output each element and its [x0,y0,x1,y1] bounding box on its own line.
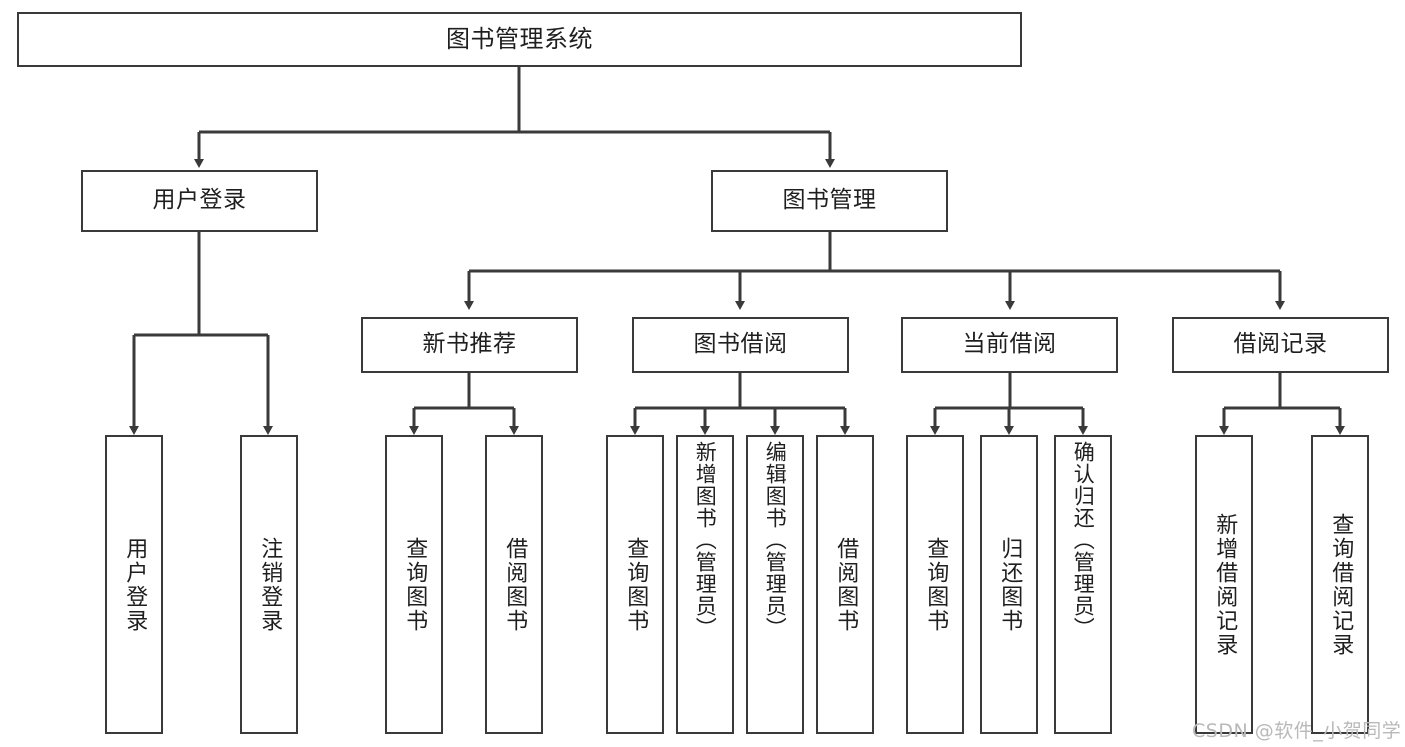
node-label: 借阅图书 [833,536,859,633]
leaf-current-confirm-return-admin[interactable]: 确认归还（管理员） [1054,435,1112,734]
node-label: 查询借阅记录 [1328,512,1354,657]
leaf-user-login-logout[interactable]: 注销登录 [240,435,298,734]
node-label: 用户登录 [152,187,247,214]
node-label: 查询图书 [623,536,649,633]
leaf-borrow-edit-book-admin[interactable]: 编辑图书（管理员） [746,435,804,734]
node-label: 确认归还（管理员） [1071,441,1096,639]
node-label: 注销登录 [257,536,283,633]
node-label: 借阅记录 [1233,331,1328,358]
node-label: 图书管理 [782,187,877,214]
node-label: 归还图书 [997,536,1023,633]
leaf-new-book-query[interactable]: 查询图书 [385,435,443,734]
node-book-borrow[interactable]: 图书借阅 [632,317,849,373]
node-new-book-recommend[interactable]: 新书推荐 [361,317,578,373]
leaf-user-login-login[interactable]: 用户登录 [105,435,163,734]
leaf-borrow-query-book[interactable]: 查询图书 [606,435,664,734]
node-label: 图书管理系统 [446,25,593,54]
node-label: 用户登录 [122,536,148,633]
node-label: 查询图书 [402,536,428,633]
node-label: 当前借阅 [962,331,1057,358]
leaf-records-query-record[interactable]: 查询借阅记录 [1311,435,1369,734]
watermark-text: CSDN @软件_小贺同学 [1192,720,1402,742]
node-current-borrow[interactable]: 当前借阅 [901,317,1118,373]
leaf-current-query-book[interactable]: 查询图书 [906,435,964,734]
leaf-borrow-borrow-book[interactable]: 借阅图书 [816,435,874,734]
node-label: 查询图书 [923,536,949,633]
leaf-records-add-record[interactable]: 新增借阅记录 [1195,435,1253,734]
node-user-login[interactable]: 用户登录 [81,170,318,232]
node-label: 编辑图书（管理员） [763,441,788,639]
node-label: 新增借阅记录 [1212,512,1238,657]
node-label: 借阅图书 [502,536,528,633]
node-label: 新书推荐 [422,331,517,358]
node-book-management[interactable]: 图书管理 [711,170,948,232]
leaf-current-return-book[interactable]: 归还图书 [980,435,1038,734]
node-root-system[interactable]: 图书管理系统 [17,12,1022,67]
node-borrow-records[interactable]: 借阅记录 [1172,317,1389,373]
leaf-new-book-borrow[interactable]: 借阅图书 [485,435,543,734]
leaf-borrow-add-book-admin[interactable]: 新增图书（管理员） [676,435,734,734]
node-label: 图书借阅 [693,331,788,358]
node-label: 新增图书（管理员） [693,441,718,639]
